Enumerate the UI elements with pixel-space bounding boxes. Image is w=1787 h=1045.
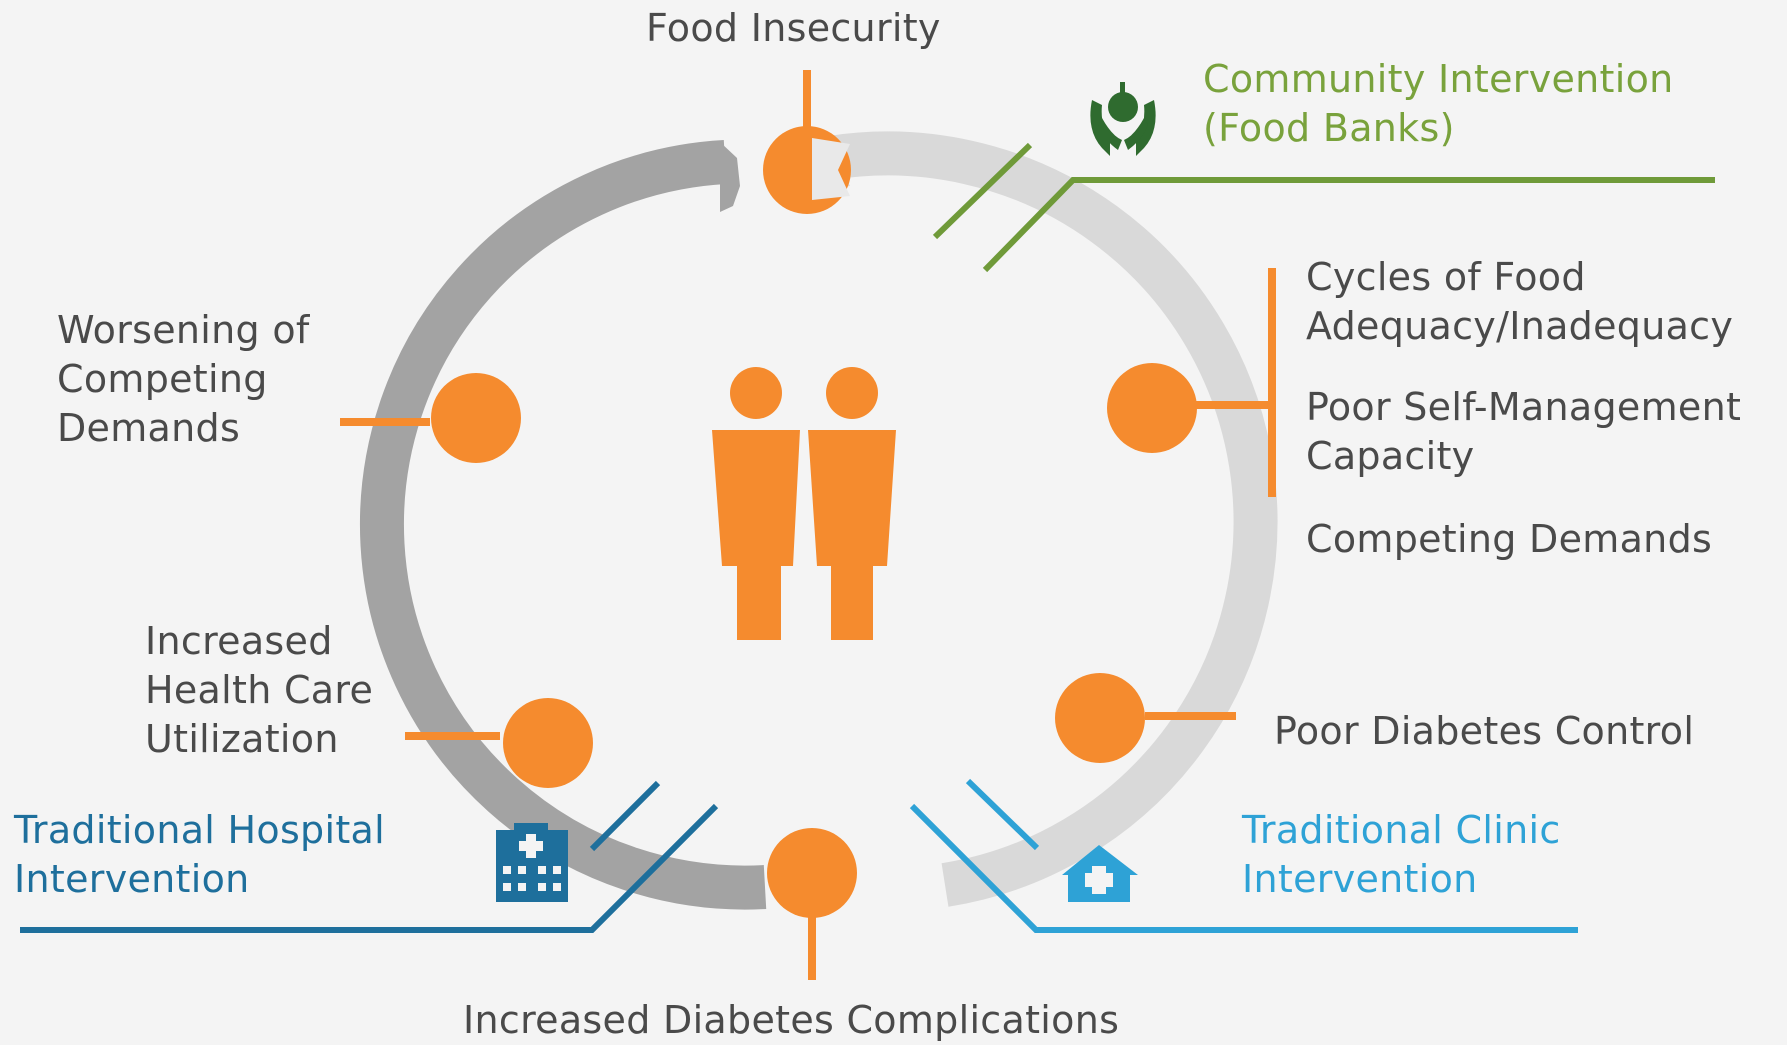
worsening-line2: Competing (57, 357, 268, 401)
hands-apple-icon (1090, 82, 1156, 156)
community-intervention-lines (932, 142, 1715, 273)
worsening-line1: Worsening of (57, 308, 310, 352)
self-management-line1: Poor Self-Management (1306, 385, 1742, 429)
two-people-icon (712, 367, 896, 640)
hospital-intervention-line2: Intervention (14, 857, 250, 901)
utilization-line1: Increased (145, 619, 333, 663)
node-worsening (431, 373, 521, 463)
node-cycles (1107, 363, 1197, 453)
label-competing-demands: Competing Demands (1306, 515, 1712, 564)
hospital-intervention-lines (20, 780, 719, 933)
connector-lines (340, 70, 1276, 980)
utilization-line2: Health Care (145, 668, 374, 712)
poor-control-text: Poor Diabetes Control (1274, 709, 1695, 753)
cycle-arrow-tail (720, 142, 740, 212)
complications-text: Increased Diabetes Complications (463, 998, 1120, 1042)
label-community-intervention: Community Intervention (Food Banks) (1203, 55, 1674, 153)
label-health-care-utilization: Increased Health Care Utilization (145, 617, 373, 764)
self-management-line2: Capacity (1306, 434, 1475, 478)
label-self-management: Poor Self-Management Capacity (1306, 383, 1741, 481)
community-intervention-line2: (Food Banks) (1203, 106, 1455, 150)
clinic-intervention-lines (909, 778, 1578, 933)
hospital-intervention-line1: Traditional Hospital (14, 808, 385, 852)
label-clinic-intervention: Traditional Clinic Intervention (1242, 806, 1561, 904)
cycles-line1: Cycles of Food (1306, 255, 1586, 299)
cycles-line2: Adequacy/Inadequacy (1306, 304, 1734, 348)
hospital-building-icon (496, 823, 568, 902)
node-notch (812, 138, 850, 200)
label-food-insecurity: Food Insecurity (646, 4, 941, 53)
clinic-house-icon (1062, 845, 1138, 902)
label-cycles-food: Cycles of Food Adequacy/Inadequacy (1306, 253, 1733, 351)
label-worsening-demands: Worsening of Competing Demands (57, 306, 310, 453)
label-poor-diabetes-control: Poor Diabetes Control (1274, 707, 1694, 756)
clinic-intervention-line1: Traditional Clinic (1242, 808, 1561, 852)
node-utilization (503, 698, 593, 788)
competing-demands-text: Competing Demands (1306, 517, 1713, 561)
label-food-insecurity-text: Food Insecurity (646, 6, 941, 50)
label-hospital-intervention: Traditional Hospital Intervention (14, 806, 385, 904)
cycle-ring-dark-segment (359, 140, 767, 910)
cycle-ring-light-segment (826, 131, 1278, 907)
utilization-line3: Utilization (145, 717, 339, 761)
node-complications (767, 828, 857, 918)
label-complications: Increased Diabetes Complications (463, 996, 1119, 1045)
node-poor-control (1055, 673, 1145, 763)
worsening-line3: Demands (57, 406, 241, 450)
clinic-intervention-line2: Intervention (1242, 857, 1478, 901)
community-intervention-line1: Community Intervention (1203, 57, 1674, 101)
